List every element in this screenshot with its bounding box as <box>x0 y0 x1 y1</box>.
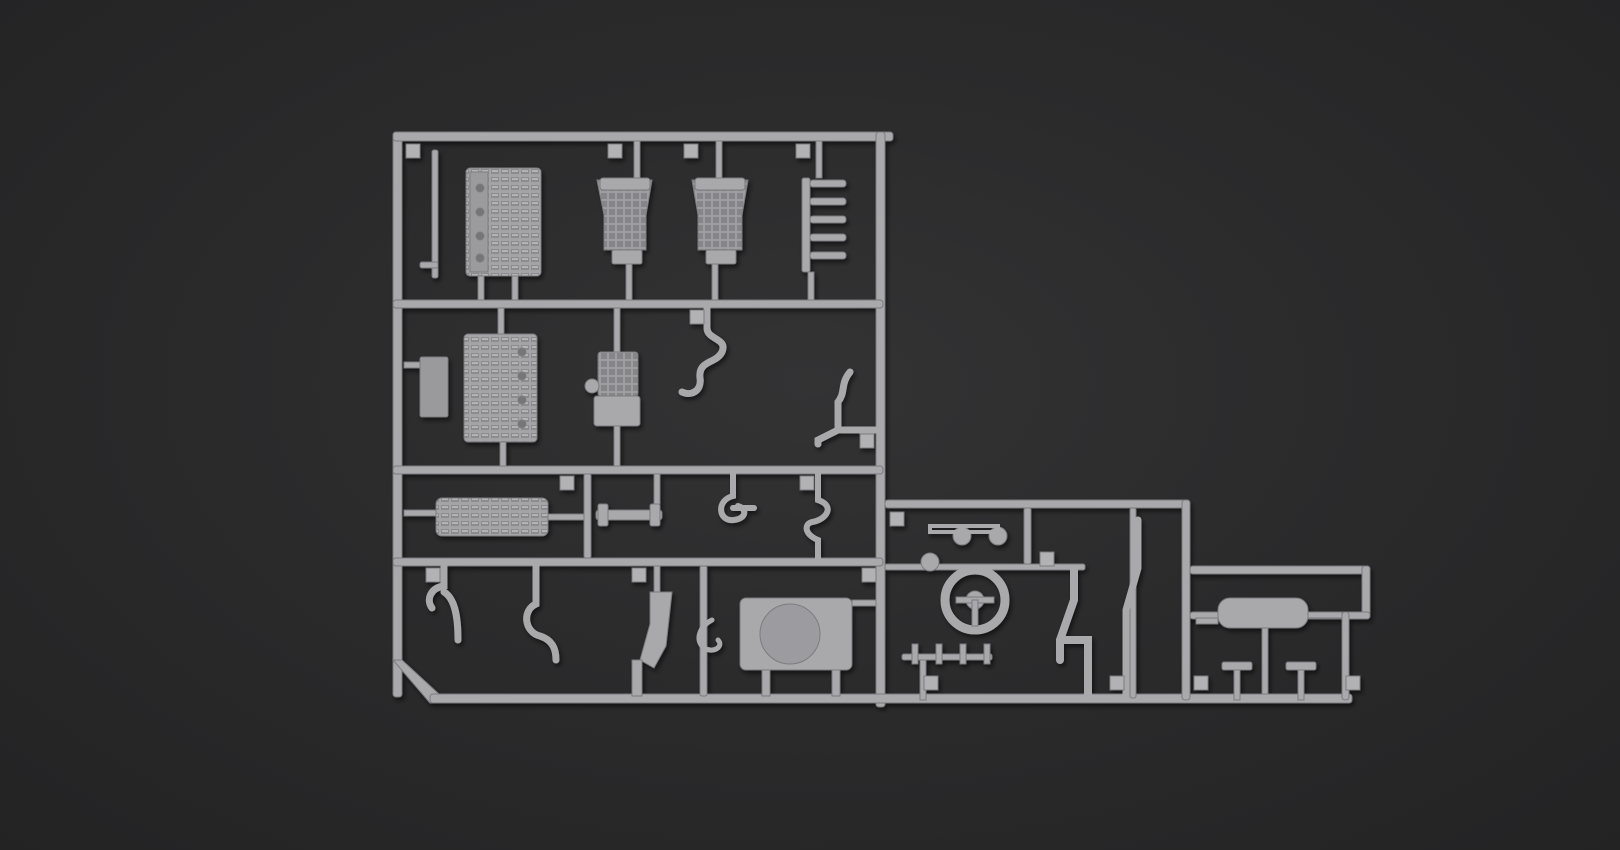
hook-pipe-3 <box>803 471 831 561</box>
engine-block-right <box>463 307 538 467</box>
fan-shroud <box>739 597 877 697</box>
gearbox-housing-2 <box>691 140 749 301</box>
hook-pipe-2 <box>718 471 757 524</box>
curved-pipe-1 <box>425 562 462 644</box>
hook-pipe-1 <box>678 304 727 397</box>
muffler <box>1195 597 1343 629</box>
sprue-tabs <box>405 143 1361 691</box>
exhaust-pipe-1 <box>1056 566 1092 698</box>
manifold-runners <box>801 140 847 301</box>
elbow-pipe-1 <box>814 368 880 448</box>
engine-block-left <box>465 167 542 301</box>
small-cover-plate <box>403 356 449 418</box>
bracket-tree <box>901 643 993 701</box>
steering-wheel <box>940 565 1010 635</box>
gearbox-housing-1 <box>596 140 653 301</box>
small-hook <box>696 617 723 653</box>
rail-rod-part <box>419 149 439 279</box>
steering-column <box>631 565 673 697</box>
exhaust-pipe-2 <box>1122 516 1142 698</box>
curved-pipe-2 <box>523 562 560 664</box>
small-mounts <box>1221 627 1317 701</box>
belt-pulleys <box>920 524 1008 572</box>
valve-cover <box>403 497 585 537</box>
engine-assembly-part <box>584 307 641 467</box>
axle-part <box>595 473 663 527</box>
